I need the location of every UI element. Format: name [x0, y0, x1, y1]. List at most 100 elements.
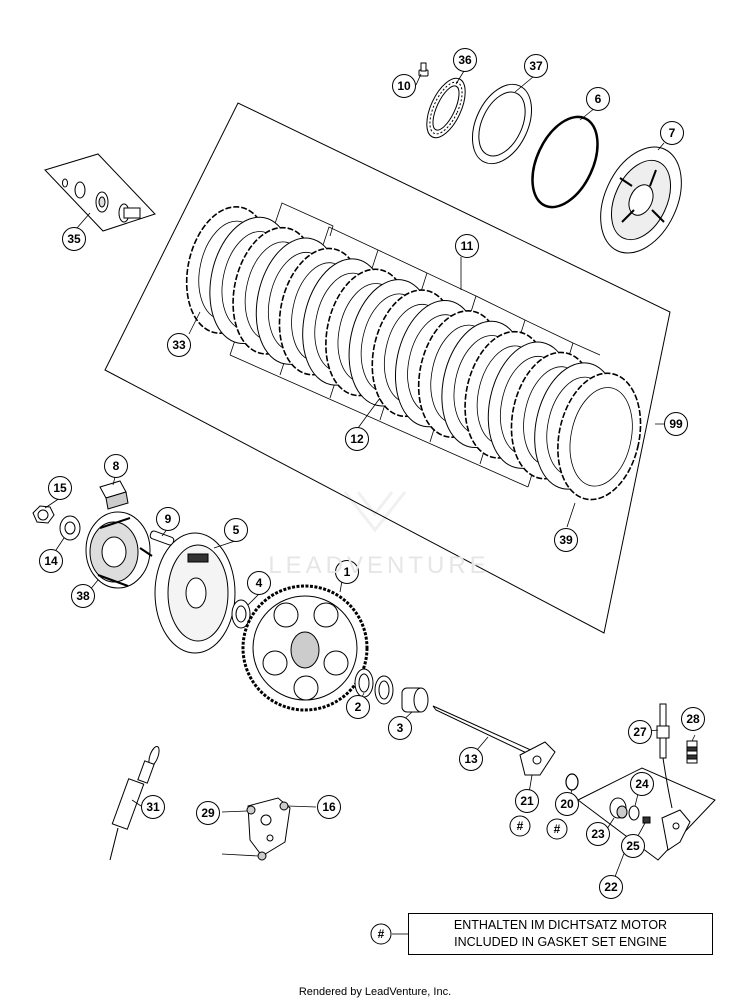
- callout-number: 35: [67, 232, 81, 246]
- callout-37: 37: [524, 54, 548, 78]
- callout-circle: [524, 54, 548, 78]
- callout-31: 31: [141, 795, 165, 819]
- callout-1: 1: [335, 560, 359, 584]
- callout-circle: [599, 875, 623, 899]
- gasket-marker-symbol: #: [554, 822, 561, 836]
- part-31-lubricant-syringe: [109, 746, 160, 861]
- part-37-thrust-washer: [471, 83, 533, 165]
- callout-circle: [621, 834, 645, 858]
- note-line-1: ENTHALTEN IM DICHTSATZ MOTOR: [453, 918, 668, 932]
- callout-number: 16: [322, 800, 336, 814]
- callout-number: 8: [113, 459, 120, 473]
- callout-number: 3: [397, 721, 404, 735]
- callout-circle: [346, 695, 370, 719]
- part-8-bushing: [99, 480, 129, 510]
- callout-circle: [515, 789, 539, 813]
- callout-circle: [664, 412, 688, 436]
- callout-22: 22: [599, 875, 623, 899]
- callout-circle: [586, 87, 610, 111]
- callout-circle: [62, 227, 86, 251]
- part-38-inner-hub: [85, 511, 153, 589]
- callout-35: 35: [62, 227, 86, 251]
- callout-39: 39: [554, 528, 578, 552]
- note-symbol-circle: [370, 923, 392, 945]
- callout-number: 25: [626, 839, 640, 853]
- part-24-seal: [628, 805, 640, 821]
- callout-15: 15: [48, 476, 72, 500]
- callout-16: 16: [317, 795, 341, 819]
- callout-number: 37: [529, 59, 543, 73]
- part-23-piston: [609, 797, 628, 819]
- part-20-o-ring: [565, 773, 579, 791]
- part-6-o-ring: [531, 115, 599, 209]
- callout-number: 33: [172, 338, 186, 352]
- gasket-note: ENTHALTEN IM DICHTSATZ MOTOR INCLUDED IN…: [408, 913, 713, 955]
- callout-circle: [554, 528, 578, 552]
- callout-circle: [455, 234, 479, 258]
- callout-circle: [453, 48, 477, 72]
- callout-circle: [71, 584, 95, 608]
- callout-circle: [459, 747, 483, 771]
- callout-number: 9: [165, 512, 172, 526]
- callout-circle: [388, 716, 412, 740]
- callout-number: 2: [355, 700, 362, 714]
- callout-circle: [586, 822, 610, 846]
- callout-number: 1: [344, 565, 351, 579]
- clutch-plate-inner: [569, 387, 633, 487]
- gasket-marker-symbol: #: [517, 819, 524, 833]
- part-13-push-rod: [432, 705, 536, 758]
- callout-circle: [156, 507, 180, 531]
- callout-12: 12: [345, 427, 369, 451]
- callout-number: 31: [146, 800, 160, 814]
- callout-5: 5: [224, 518, 248, 542]
- callout-number: 11: [461, 239, 474, 253]
- callout-number: 28: [686, 712, 700, 726]
- callout-circle: [141, 795, 165, 819]
- part-21-gasket: [519, 741, 556, 776]
- callout-21: 21: [515, 789, 539, 813]
- callout-25: 25: [621, 834, 645, 858]
- clutch-plate-kit-frame: [104, 102, 671, 634]
- callout-circle: [196, 801, 220, 825]
- callout-circle: [555, 792, 579, 816]
- callout-4: 4: [247, 571, 271, 595]
- callout-33: 33: [167, 333, 191, 357]
- callout-number: 21: [520, 794, 534, 808]
- part-10-bolt: [418, 62, 429, 77]
- callout-6: 6: [586, 87, 610, 111]
- callout-number: 4: [256, 576, 263, 590]
- callout-circle: [39, 549, 63, 573]
- callout-number: 22: [604, 880, 618, 894]
- callout-29: 29: [196, 801, 220, 825]
- callout-number: 5: [233, 523, 240, 537]
- part-35-kit: [44, 153, 156, 232]
- part-4-washer: [231, 599, 251, 629]
- part-5-outer-basket: [154, 532, 236, 654]
- callout-circle: [392, 74, 416, 98]
- callout-9: 9: [156, 507, 180, 531]
- note-line-2: INCLUDED IN GASKET SET ENGINE: [454, 935, 667, 949]
- callout-number: 20: [560, 797, 574, 811]
- part-14-lock-washer: [59, 515, 81, 541]
- callout-circle: [104, 454, 128, 478]
- callout-23: 23: [586, 822, 610, 846]
- callout-number: 29: [201, 806, 215, 820]
- callout-number: 7: [669, 126, 676, 140]
- callout-circle: [681, 707, 705, 731]
- callout-11: 11: [455, 234, 479, 258]
- part-7-pressure-cap: [600, 146, 682, 254]
- part-22-slave-cylinder: [661, 809, 691, 851]
- part-15-nut: [32, 505, 55, 524]
- note-symbol-text: #: [378, 927, 385, 941]
- gasket-marker-circle: [546, 818, 568, 840]
- callout-number: 10: [397, 79, 411, 93]
- callout-number: 39: [559, 533, 573, 547]
- gasket-marker-circle: [509, 815, 531, 837]
- callout-number: 6: [595, 92, 602, 106]
- callout-number: 38: [76, 589, 90, 603]
- clutch-plates: [185, 206, 642, 501]
- part-28-repair-kit: [686, 740, 698, 764]
- callout-14: 14: [39, 549, 63, 573]
- callout-number: 13: [464, 752, 478, 766]
